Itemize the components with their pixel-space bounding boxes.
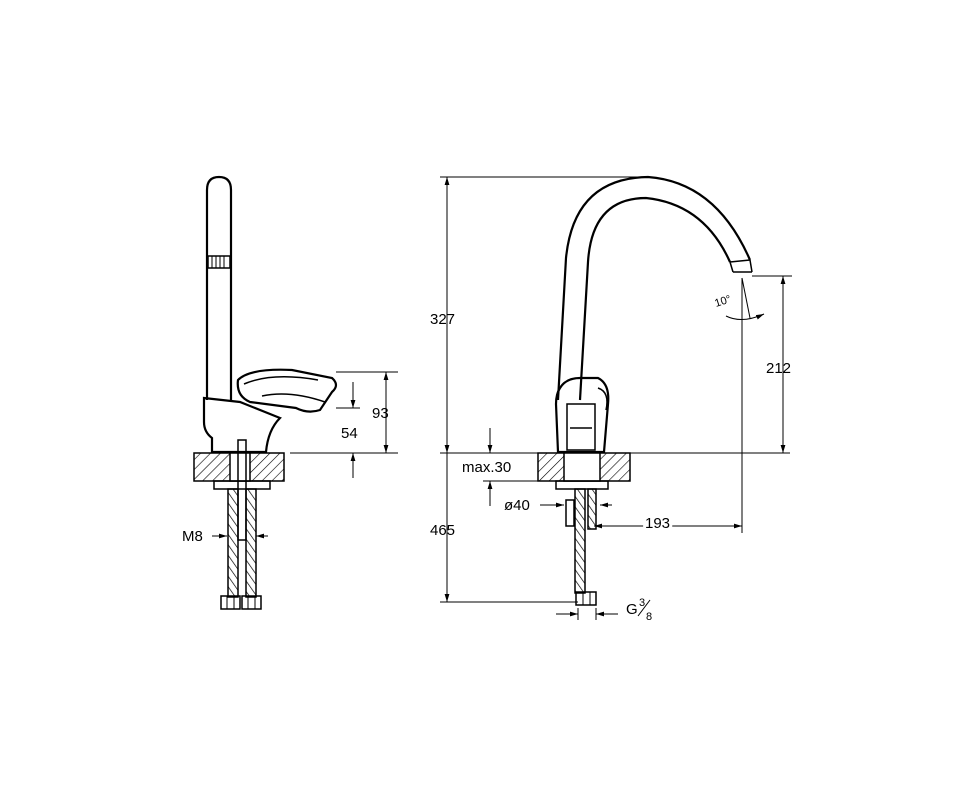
front-nut: [575, 591, 597, 606]
side-view: M8 93 54: [182, 175, 398, 610]
connection-g-label: G: [626, 601, 638, 618]
front-spout-inner: [578, 196, 732, 401]
side-hose: [245, 488, 257, 598]
max-thickness-label: max.30: [462, 459, 511, 476]
connection-numerator: 3: [639, 597, 645, 609]
front-view: 10° 327 465 212 max.30 ø40 193 G 3: [430, 175, 792, 623]
side-aerator: [207, 255, 231, 269]
angle-label: 10°: [713, 293, 733, 310]
side-body: [202, 396, 282, 454]
front-lever: [597, 387, 608, 411]
side-stud: [227, 488, 239, 598]
side-nut-right: [241, 595, 262, 610]
front-hose: [574, 488, 586, 594]
body-height-label: 54: [341, 425, 358, 442]
side-spout-tube: [205, 175, 233, 400]
spout-reach-label: 193: [645, 515, 670, 532]
front-body: [554, 376, 610, 454]
side-nut-left: [220, 595, 241, 610]
total-height-label: 327: [430, 311, 455, 328]
hole-diameter-label: ø40: [504, 497, 530, 514]
front-spout-tip: [729, 259, 753, 273]
below-counter-label: 465: [430, 522, 455, 539]
lever-height-label: 93: [372, 405, 389, 422]
thread-label: M8: [182, 528, 203, 545]
spout-height-label: 212: [766, 360, 791, 377]
side-lever: [236, 368, 338, 413]
connection-denominator: 8: [646, 611, 652, 623]
